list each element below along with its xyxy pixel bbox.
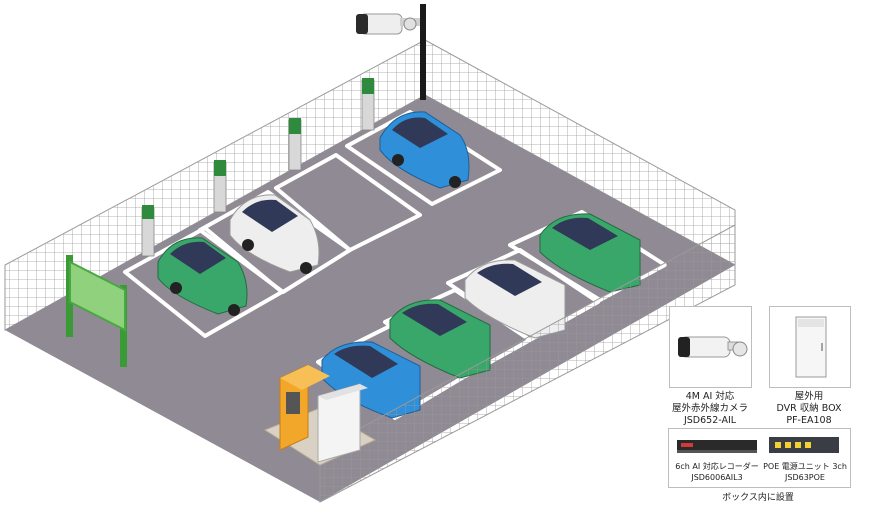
green-signboard (66, 255, 127, 367)
outdoor-box-icon (795, 316, 827, 378)
box-caption: 屋外用 DVR 収納 BOX PF-EA108 (754, 391, 864, 427)
camera-caption: 4M AI 対応 屋外赤外線カメラ JSD652-AIL (655, 391, 765, 427)
recorder-caption-line1: 6ch AI 対応レコーダー (675, 462, 759, 471)
poe-caption-line1: POE 電源ユニット 3ch (763, 462, 847, 471)
camera-caption-line1: 4M AI 対応 (685, 391, 735, 402)
equipment-enclosure (263, 364, 377, 466)
inner-equipment-box: 6ch AI 対応レコーダー JSD6006AIL3 POE 電源ユニット 3c… (668, 428, 851, 488)
bullet-camera-icon (356, 13, 420, 35)
poe-caption: POE 電源ユニット 3ch JSD63POE (761, 461, 849, 483)
recorder-icon (677, 440, 757, 453)
camera-pole (420, 4, 426, 100)
poe-caption-line2: JSD63POE (785, 473, 825, 482)
box-caption-line3: PF-EA108 (786, 415, 832, 426)
box-caption-line1: 屋外用 (794, 391, 824, 402)
parking-lot-ground (5, 95, 735, 502)
footnote: ボックス内に設置 (722, 493, 794, 503)
camera-caption-line2: 屋外赤外線カメラ (671, 403, 748, 414)
recorder-caption: 6ch AI 対応レコーダー JSD6006AIL3 (671, 461, 763, 483)
bullet-camera-icon (678, 336, 748, 358)
poe-switch-icon (769, 437, 839, 453)
box-caption-line2: DVR 収納 BOX (776, 403, 842, 414)
ev-chargers (141, 78, 375, 257)
camera-caption-line3: JSD652-AIL (683, 415, 737, 426)
recorder-caption-line2: JSD6006AIL3 (691, 473, 743, 482)
camera-product-box (669, 306, 752, 388)
front-fence (319, 224, 736, 503)
box-product-box (769, 306, 851, 388)
parked-cars (157, 111, 641, 419)
